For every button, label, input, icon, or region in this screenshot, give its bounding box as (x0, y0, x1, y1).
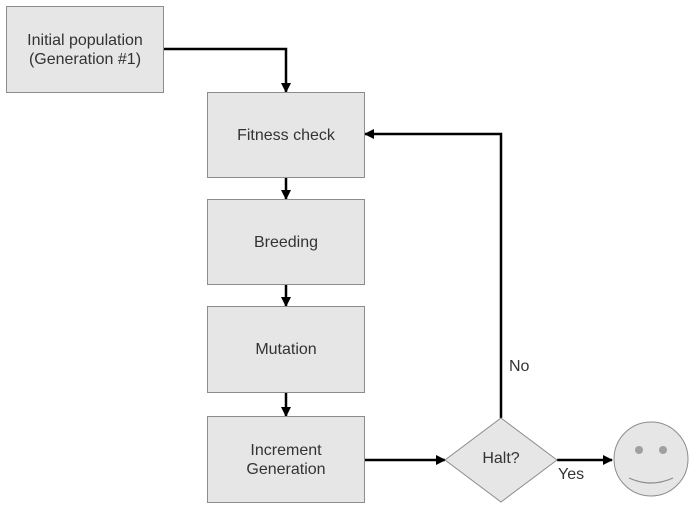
node-mutation: Mutation (207, 306, 365, 393)
node-initial-line2: (Generation #1) (28, 50, 142, 68)
node-initial-population: Initial population (Generation #1) (6, 6, 164, 93)
node-increment-line1: Increment (250, 441, 322, 459)
node-fitness-label: Fitness check (237, 126, 335, 144)
edge-halt-to-fitness-no (364, 129, 503, 418)
node-breeding-label: Breeding (253, 233, 319, 251)
node-breeding: Breeding (207, 199, 365, 285)
node-increment-line2: Generation (246, 460, 326, 478)
halt-decision-diamond (444, 417, 558, 503)
node-fitness-check: Fitness check (207, 92, 365, 178)
halt-decision-label: Halt? (482, 450, 520, 467)
edge-label-no: No (509, 358, 530, 375)
node-mutation-label: Mutation (255, 341, 317, 358)
edge-label-yes: Yes (558, 466, 585, 483)
node-increment-generation: Increment Generation (207, 416, 365, 503)
smiley-face-icon (613, 421, 689, 497)
node-initial-line1: Initial population (27, 31, 143, 49)
edge-initial-to-fitness (163, 47, 291, 93)
